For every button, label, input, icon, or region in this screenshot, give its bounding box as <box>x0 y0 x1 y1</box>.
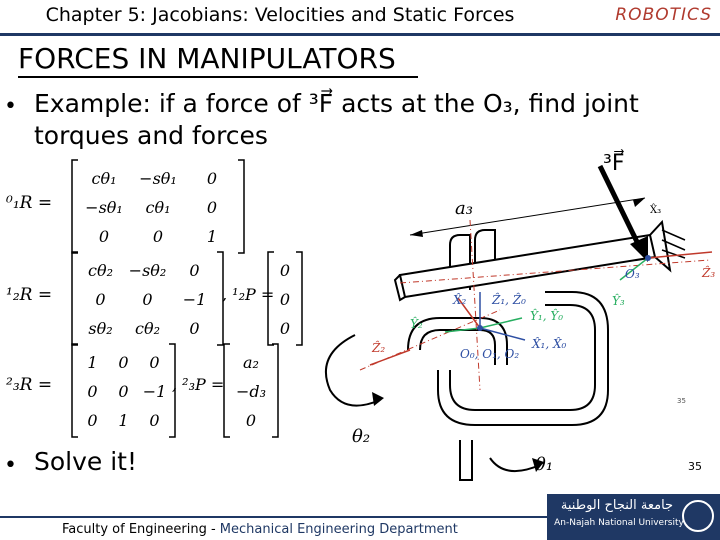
frame-0-1-2 <box>369 292 526 366</box>
header-brand: ROBOTICS <box>615 5 712 25</box>
p12-cell: 0 <box>280 319 290 338</box>
r23-cell: −1 <box>143 382 167 401</box>
r23-label: ²₃R = <box>6 375 52 395</box>
bullet-dot: • <box>4 453 17 478</box>
header-divider <box>0 33 720 36</box>
r01-cell: 0 <box>99 227 109 246</box>
r23-cell: 0 <box>118 353 128 372</box>
p12-brackets <box>267 251 303 346</box>
r12-matrix: cθ₂ −sθ₂ 0 0 0 −1 sθ₂ cθ₂ 0 <box>71 251 224 346</box>
z2-label: Ẑ₂ <box>371 340 385 355</box>
example-bullet-text: Example: if a force of ³F⃗ acts at the O… <box>34 89 639 150</box>
y2-label: Ŷ₂ <box>410 316 423 331</box>
r23-cell: 1 <box>118 411 128 430</box>
p12-vector: 0 0 0 <box>267 251 303 346</box>
p23-brackets <box>223 343 279 438</box>
force-label: ³F⃗ <box>603 149 625 176</box>
p23-cell: a₂ <box>243 353 259 372</box>
link-a3 <box>393 219 686 302</box>
slide-title: FORCES IN MANIPULATORS <box>18 42 396 75</box>
r12-cell: −sθ₂ <box>129 261 167 280</box>
r01-cell: 0 <box>207 198 217 217</box>
r23-cell: 0 <box>118 382 128 401</box>
r12-cell: 0 <box>189 319 199 338</box>
z3-label: Ẑ₃ <box>701 265 715 280</box>
r23-brackets <box>71 343 176 438</box>
r12-cell: −1 <box>183 290 207 309</box>
r01-cell: 0 <box>153 227 163 246</box>
r01-label: ⁰₁R = <box>5 193 52 213</box>
solve-bullet-text: Solve it! <box>34 447 138 476</box>
y3-label: Ŷ₃ <box>612 293 625 308</box>
manipulator-diagram: a₃ X̂₃ ³F⃗ X̂₂ Ŷ₂ Ẑ₂ Ẑ₁, Ẑ₀ Ŷ₁, Ŷ₀ X̂₁, … <box>325 149 715 481</box>
theta2-arrowhead <box>372 392 384 406</box>
university-name-arabic: جامعة النجاح الوطنية <box>560 498 674 513</box>
header-title: Chapter 5: Jacobians: Velocities and Sta… <box>45 4 515 26</box>
r01-matrix: cθ₁ −sθ₁ 0 −sθ₁ cθ₁ 0 0 0 1 <box>71 159 245 254</box>
frame-3 <box>619 251 713 281</box>
r23-cell: 0 <box>87 411 97 430</box>
r01-cell: 0 <box>207 169 217 188</box>
r12-cell: 0 <box>142 290 152 309</box>
page-number: 35 <box>688 460 702 473</box>
university-seal-icon <box>682 500 714 532</box>
x1-x0-label: X̂₁, X̂₀ <box>531 336 567 351</box>
footer-department: Mechanical Engineering Department <box>219 522 458 537</box>
r12-cell: cθ₂ <box>88 261 113 280</box>
joint-axes <box>359 219 711 391</box>
o3-label: O₃ <box>625 267 640 281</box>
a3-label: a₃ <box>455 198 473 219</box>
r23-cell: 1 <box>87 353 97 372</box>
x2-label: X̂₂ <box>452 292 467 307</box>
origin-012-label: O₀, O₁, O₂ <box>460 347 519 361</box>
r12-cell: sθ₂ <box>88 319 112 338</box>
r23-matrix: 1 0 0 0 0 −1 0 1 0 <box>71 343 176 438</box>
r01-cell: −sθ₁ <box>139 169 177 188</box>
university-name-english: An-Najah National University <box>554 518 684 528</box>
p23-vector: a₂ −d₃ 0 <box>223 343 279 438</box>
r23-cell: 0 <box>87 382 97 401</box>
force-arrow <box>597 164 648 262</box>
r01-cell: cθ₁ <box>91 169 116 188</box>
footer-faculty: Faculty of Engineering - <box>62 522 220 537</box>
p12-cell: 0 <box>280 261 290 280</box>
r12-label: ¹₂R = <box>6 285 52 305</box>
y1-y0-label: Ŷ₁, Ŷ₀ <box>530 308 563 323</box>
r01-cell: 1 <box>207 227 217 246</box>
small-page-number: 35 <box>677 397 686 405</box>
p23-label: , ²₃P = <box>172 375 224 394</box>
r01-brackets <box>71 159 245 254</box>
theta1-arrowhead <box>532 458 544 472</box>
r01-cell: −sθ₁ <box>85 198 123 217</box>
theta2-label: θ₂ <box>352 426 370 447</box>
p12-label: , ¹₂P = <box>222 285 274 304</box>
r12-cell: 0 <box>95 290 105 309</box>
r12-cell: cθ₂ <box>135 319 160 338</box>
university-logo: جامعة النجاح الوطنية An-Najah National U… <box>547 494 720 540</box>
r12-brackets <box>71 251 224 346</box>
p12-cell: 0 <box>280 290 290 309</box>
r23-cell: 0 <box>149 353 159 372</box>
footer-divider <box>0 516 720 518</box>
r01-cell: cθ₁ <box>145 198 170 217</box>
r12-cell: 0 <box>189 261 199 280</box>
theta1-label: θ₁ <box>535 454 553 475</box>
r23-cell: 0 <box>149 411 159 430</box>
bullet-dot: • <box>4 94 17 119</box>
x3-label: X̂₃ <box>650 204 661 216</box>
slide-title-underline <box>18 76 418 78</box>
rotation-arrows <box>325 334 541 473</box>
dimension-a3 <box>409 197 646 237</box>
p23-cell: 0 <box>246 411 256 430</box>
z1-z0-label: Ẑ₁, Ẑ₀ <box>491 292 526 307</box>
footer-text: Faculty of Engineering - Mechanical Engi… <box>62 522 458 537</box>
p23-cell: −d₃ <box>236 382 266 401</box>
